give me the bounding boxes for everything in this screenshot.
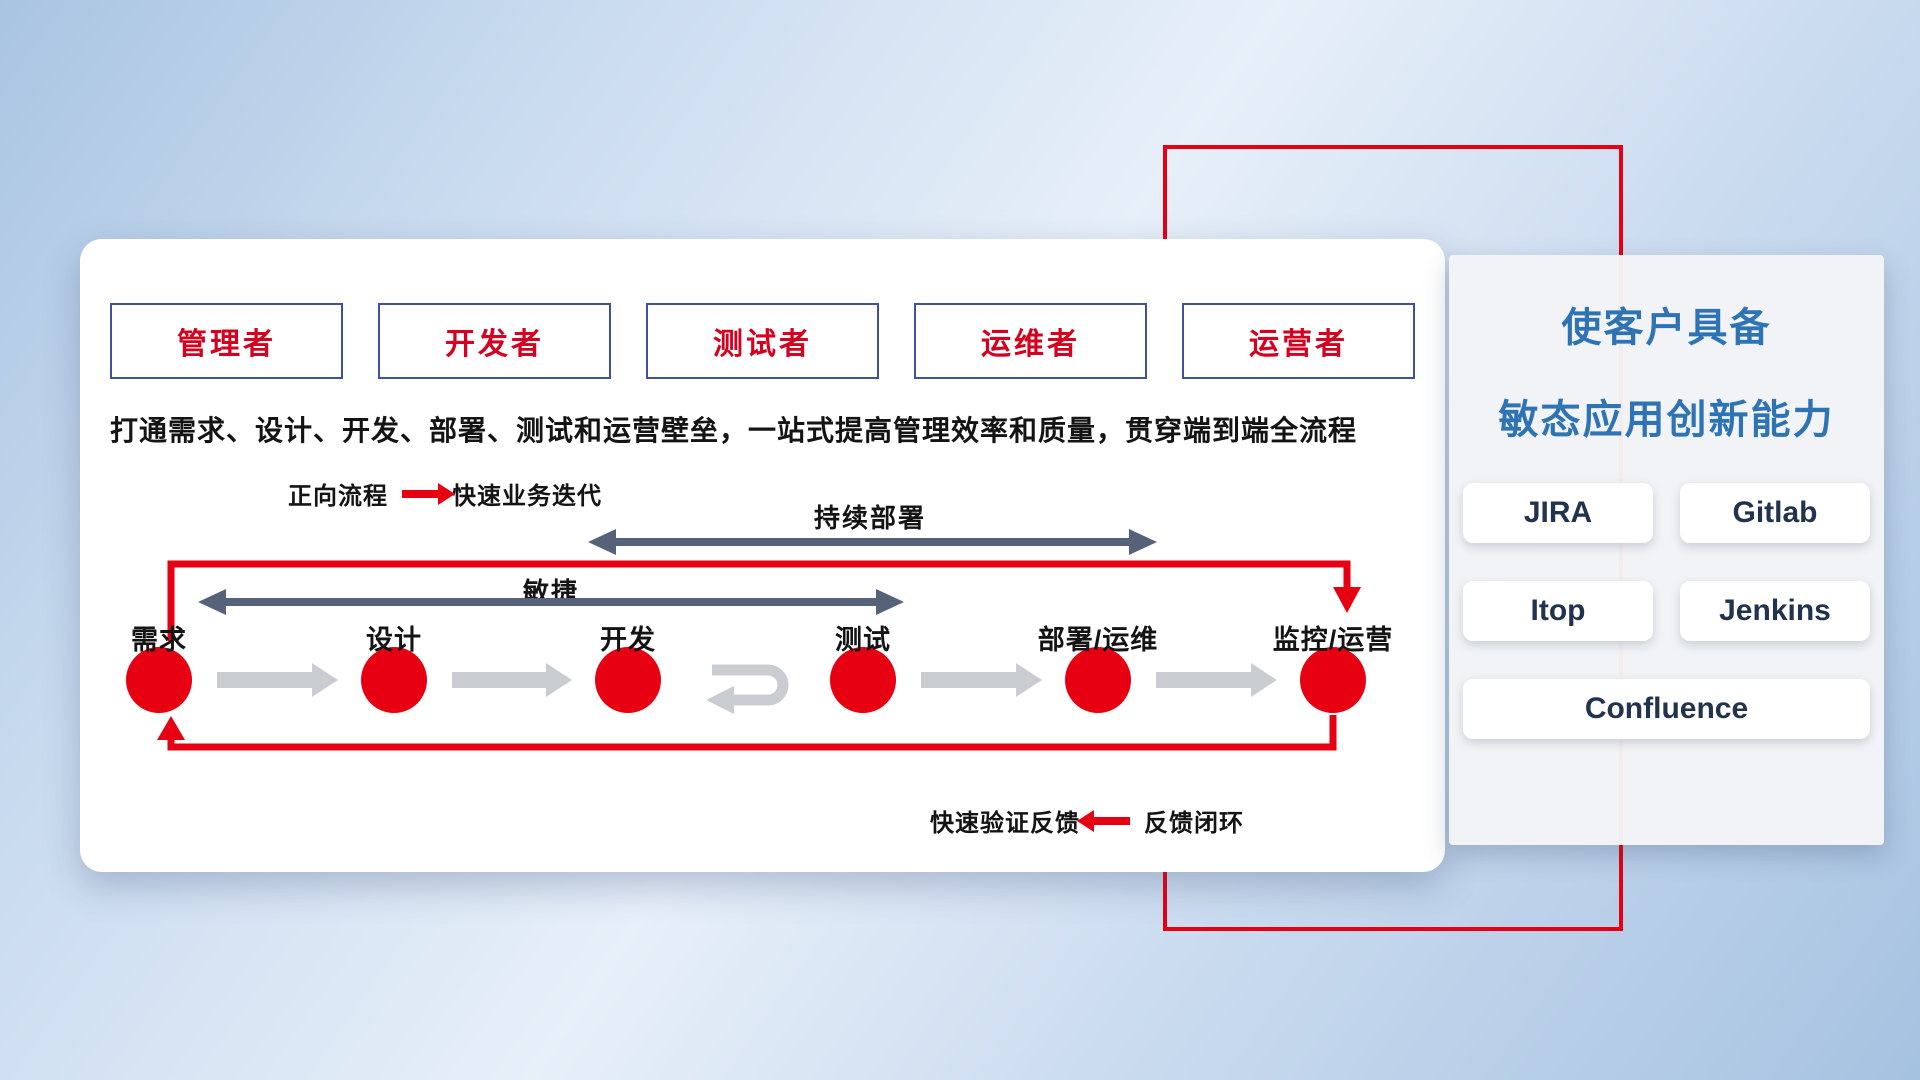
tool-button-jenkins[interactable]: Jenkins <box>1680 581 1870 641</box>
agile-arrow-icon <box>198 589 904 615</box>
tool-button-gitlab[interactable]: Gitlab <box>1680 483 1870 543</box>
right-panel: 使客户具备 敏态应用创新能力 JIRA Gitlab Itop Jenkins … <box>1449 255 1884 845</box>
tool-button-jira[interactable]: JIRA <box>1463 483 1653 543</box>
node-label-requirements: 需求 <box>131 625 187 655</box>
role-label-tester: 测试者 <box>713 328 812 361</box>
legend-forward: 正向流程 快速业务迭代 <box>288 476 602 511</box>
legend-feedback: 快速验证反馈 反馈闭环 <box>930 803 1244 838</box>
flow-diagram-graphics <box>126 529 1366 751</box>
roles-row: 管理者 开发者 测试者 运维者 运营者 <box>110 303 1415 379</box>
node-label-testing: 测试 <box>835 625 891 655</box>
flow-node-circles <box>126 647 1366 713</box>
legend-forward-meaning: 快速业务迭代 <box>452 483 602 510</box>
node-label-monitor-operate: 监控/运营 <box>1272 625 1394 655</box>
role-box-ops: 运维者 <box>914 303 1147 379</box>
role-label-ops: 运维者 <box>981 328 1080 361</box>
feedback-arrow-icon <box>1077 809 1130 832</box>
role-label-operator: 运营者 <box>1249 328 1348 361</box>
role-label-developer: 开发者 <box>445 328 544 361</box>
panel-title-line2: 敏态应用创新能力 <box>1498 398 1835 442</box>
legend-feedback-label: 反馈闭环 <box>1144 810 1244 837</box>
role-box-tester: 测试者 <box>646 303 879 379</box>
tools-grid: JIRA Gitlab Itop Jenkins Confluence <box>1463 483 1870 739</box>
legend-feedback-meaning: 快速验证反馈 <box>930 810 1080 837</box>
devops-flow-card: 管理者 开发者 测试者 运维者 运营者 打通需求、设计、开发、部署、测试和运营壁… <box>80 239 1445 872</box>
role-box-manager: 管理者 <box>110 303 343 379</box>
node-label-deploy-ops: 部署/运维 <box>1037 625 1159 655</box>
red-feedback-loop <box>157 560 1361 751</box>
legend-forward-label: 正向流程 <box>288 483 388 510</box>
flow-step-arrow-icons <box>217 663 1277 697</box>
node-label-development: 开发 <box>600 625 656 655</box>
tool-button-itop[interactable]: Itop <box>1463 581 1653 641</box>
continuous-deploy-arrow-icon <box>588 529 1157 555</box>
node-label-design: 设计 <box>366 625 422 655</box>
panel-title-line1: 使客户具备 <box>1561 306 1772 350</box>
iteration-loop-icon <box>706 664 789 714</box>
role-box-operator: 运营者 <box>1182 303 1415 379</box>
forward-arrow-icon <box>402 482 455 505</box>
role-box-developer: 开发者 <box>378 303 611 379</box>
role-label-manager: 管理者 <box>177 328 276 361</box>
continuous-deploy-label: 持续部署 <box>813 503 926 533</box>
tool-button-confluence[interactable]: Confluence <box>1463 679 1870 739</box>
description-text: 打通需求、设计、开发、部署、测试和运营壁垒，一站式提高管理效率和质量，贯穿端到端… <box>110 415 1358 446</box>
